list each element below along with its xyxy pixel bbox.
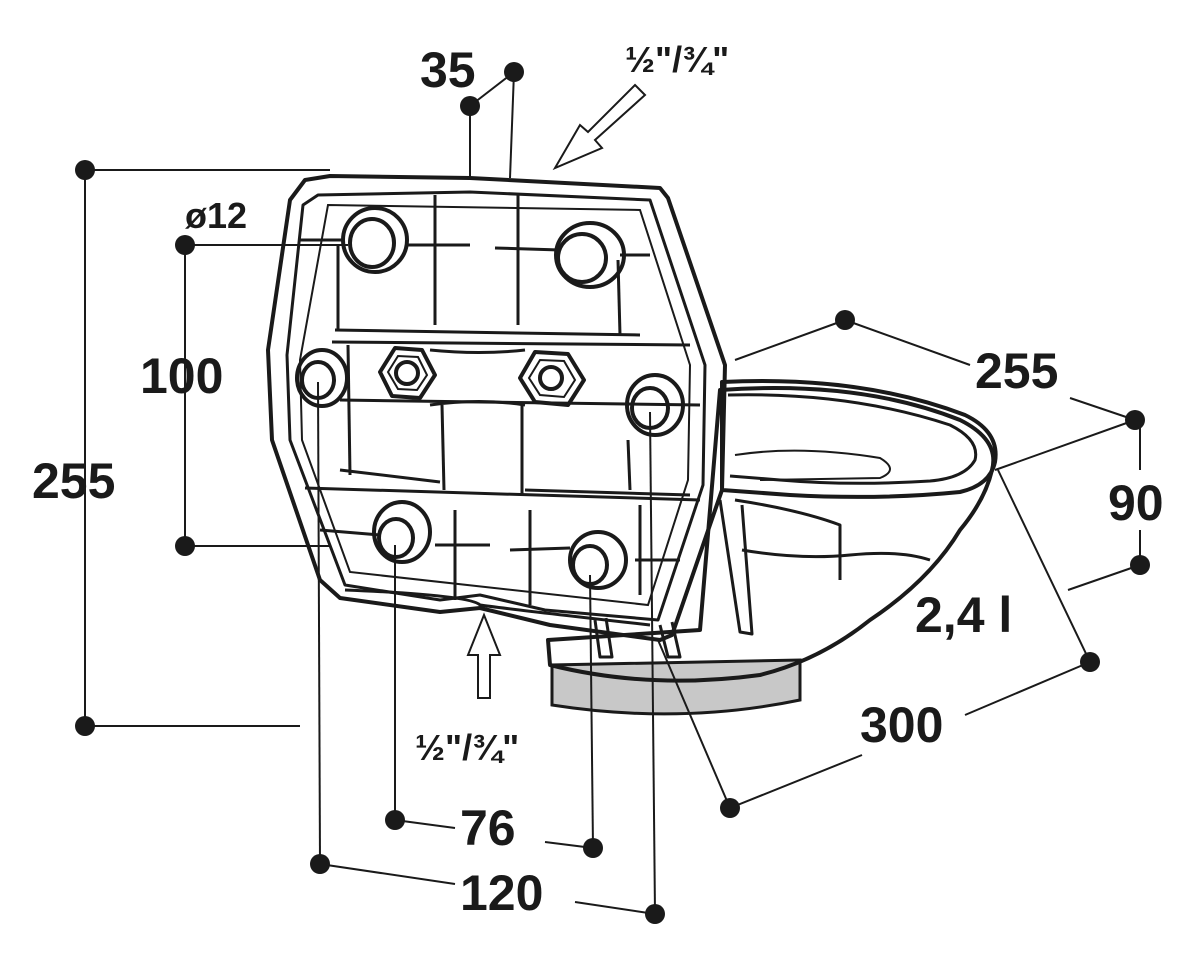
rib-h-5 (334, 328, 641, 337)
bowl-support-pin-1 (593, 617, 614, 659)
rib-h-9 (524, 488, 691, 497)
label-hole-diameter: ø12 (185, 195, 247, 236)
rib-v-10 (626, 439, 632, 491)
mounting-hole-mid-left (295, 348, 349, 408)
label-hole-spacing-inner: 76 (460, 800, 516, 856)
mounting-hole-bottom-right (568, 530, 628, 590)
bowl-support-pin-2 (658, 621, 682, 659)
plate-center-ridge-top (429, 348, 526, 354)
bowl (546, 378, 998, 716)
rib-h-6 (331, 340, 691, 347)
plate-bottom-ridge (344, 588, 651, 627)
mounting-hole-top-left (341, 206, 409, 274)
label-volume: 2,4 l (915, 587, 1012, 643)
back-plate (266, 174, 727, 642)
label-height: 255 (32, 453, 115, 509)
label-inlet-bottom: ½"/¾" (415, 727, 519, 768)
bowl-support-left (718, 499, 754, 636)
rib-v-2 (346, 344, 352, 476)
rib-h-11 (319, 528, 381, 537)
bowl-rim (720, 378, 998, 499)
bowl-body (546, 386, 996, 683)
bowl-flange (734, 498, 842, 580)
plate-center-ridge-bottom (429, 400, 526, 407)
rib-h-13 (509, 546, 571, 552)
label-hole-spacing-outer: 120 (460, 865, 543, 921)
rib-h-8 (339, 468, 441, 484)
hex-nut-left (378, 346, 437, 400)
plate-inner-rim (298, 203, 692, 607)
dimension-lines (75, 62, 1150, 924)
bowl-rim-inner (727, 393, 978, 485)
label-inlet-top: ½"/¾" (625, 39, 729, 80)
label-bowl-depth: 255 (975, 343, 1058, 399)
mounting-hole-bottom-left (372, 500, 432, 564)
dimension-labels: 255 100 ø12 35 ½"/¾" ½"/¾" 255 90 2,4 l … (32, 39, 1164, 921)
label-connector-offset: 35 (420, 42, 476, 98)
plate-outline (266, 174, 727, 642)
plate-inner-outline (285, 190, 707, 622)
bowl-rib (741, 548, 931, 562)
label-hole-vertical: 100 (140, 348, 223, 404)
rib-h-7 (339, 398, 701, 407)
inlet-top-arrow (552, 83, 647, 171)
rib-v-4 (440, 404, 446, 491)
bowl-base (550, 658, 802, 716)
mounting-hole-top-right (554, 221, 626, 289)
rib-h-3 (494, 246, 561, 252)
hex-nut-right (518, 350, 586, 407)
bowl-water (734, 449, 891, 481)
label-bowl-width: 300 (860, 697, 943, 753)
rib-h-10 (304, 486, 701, 502)
label-bowl-height: 90 (1108, 475, 1164, 531)
inlet-bottom-arrow (466, 612, 502, 699)
